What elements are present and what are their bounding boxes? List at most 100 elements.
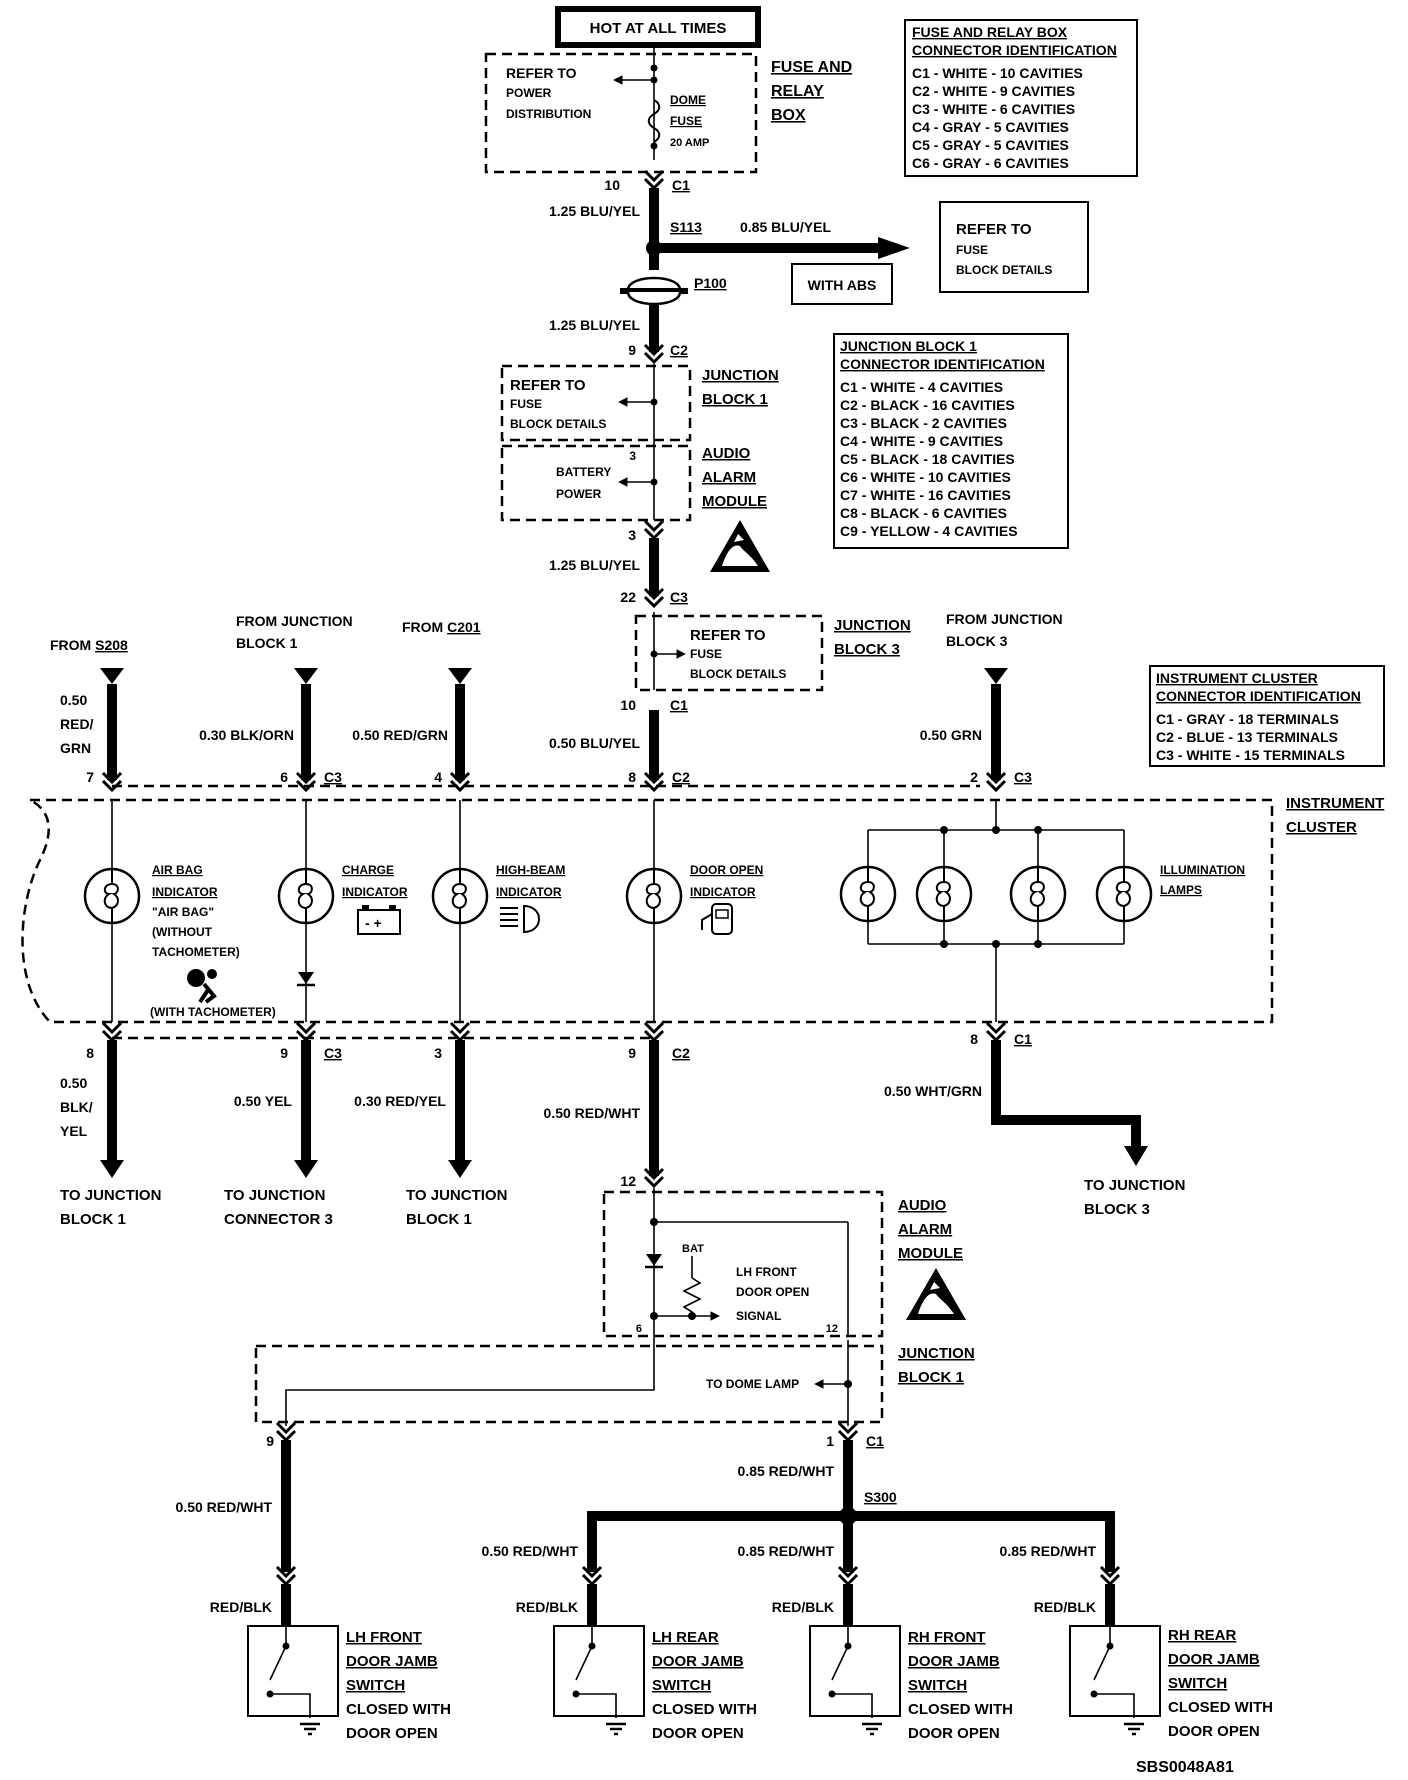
instrument-cluster: INSTRUMENT CLUSTER — [21, 795, 1384, 1024]
signal-label: DOOR OPEN — [736, 1285, 809, 1299]
pin-label: 2 — [970, 769, 978, 785]
cluster-table-row: C2 - BLUE - 13 TERMINALS — [1156, 729, 1338, 745]
wire-label: RED/BLK — [210, 1599, 272, 1615]
battery-power-label: POWER — [556, 487, 602, 501]
illumination-lamp-icon — [839, 865, 897, 923]
jb-table-row: C1 - WHITE - 4 CAVITIES — [840, 379, 1003, 395]
with-abs-note: WITH ABS — [791, 263, 893, 305]
highbeam-label: INDICATOR — [496, 885, 562, 899]
charge-indicator-bulb-icon — [277, 867, 335, 925]
charge-label: INDICATOR — [342, 885, 408, 899]
alarm-title: AUDIO — [702, 445, 751, 462]
connector-label: C1 — [1014, 1031, 1032, 1047]
battery-power-label: BATTERY — [556, 465, 611, 479]
door-jamb-switch-lh-front: LH FRONT DOOR JAMB SWITCH CLOSED WITH DO… — [247, 1625, 451, 1742]
fuse-table-title-1: FUSE AND RELAY BOX — [912, 24, 1068, 40]
pin-label: 9 — [266, 1433, 274, 1449]
airbag-person-icon — [187, 969, 217, 1004]
wire-label: 0.50 WHT/GRN — [884, 1083, 982, 1099]
jb-table-title: CONNECTOR IDENTIFICATION — [840, 356, 1045, 372]
switch-title: SWITCH — [346, 1677, 405, 1694]
connector-label: C3 — [324, 769, 342, 785]
airbag-note: TACHOMETER) — [152, 945, 240, 959]
wire-label: 0.50 RED/WHT — [544, 1105, 641, 1121]
wire-label: 1.25 BLU/YEL — [549, 317, 640, 333]
switch-note: CLOSED WITH — [346, 1701, 451, 1718]
jb1-title: BLOCK 1 — [702, 391, 768, 408]
refer-label: BLOCK DETAILS — [510, 417, 606, 431]
bat-label: BAT — [682, 1243, 704, 1255]
pin-label: 12 — [620, 1173, 636, 1189]
fuse-table-row: C4 - GRAY - 5 CAVITIES — [912, 119, 1069, 135]
connector-label: C2 — [672, 1045, 690, 1061]
fuse-connector-label: C1 — [672, 177, 690, 193]
pin-label: 9 — [280, 1045, 288, 1061]
diode-icon — [298, 972, 314, 984]
wire-label: 0.85 RED/WHT — [1000, 1543, 1097, 1559]
p100-label: P100 — [694, 275, 727, 291]
switch-title: LH FRONT — [346, 1629, 422, 1646]
switch-title: DOOR JAMB — [346, 1653, 438, 1670]
wire-label: 0.85 BLU/YEL — [740, 219, 831, 235]
jb-table-row: C5 - BLACK - 18 CAVITIES — [840, 451, 1015, 467]
diode-icon — [646, 1254, 662, 1266]
pin-label: 12 — [826, 1323, 838, 1335]
jb-table-row: C4 - WHITE - 9 CAVITIES — [840, 433, 1003, 449]
jb-table-title: JUNCTION BLOCK 1 — [840, 338, 977, 354]
door-switch-wiring: 0.50 RED/WHT 0.85 RED/WHT S300 0.50 RED/… — [176, 1440, 1121, 1628]
alarm-title: MODULE — [702, 493, 767, 510]
cluster-table-title: CONNECTOR IDENTIFICATION — [1156, 688, 1361, 704]
jb-table-row: C3 - BLACK - 2 CAVITIES — [840, 415, 1007, 431]
splice-s300-label: S300 — [864, 1489, 897, 1505]
pin-label: 8 — [628, 769, 636, 785]
airbag-note: (WITHOUT — [152, 925, 213, 939]
jb-table-row: C7 - WHITE - 16 CAVITIES — [840, 487, 1011, 503]
airbag-indicator-bulb-icon — [83, 867, 141, 925]
input-from-label: FROM JUNCTION — [236, 613, 353, 629]
wire-label: 0.30 BLK/ORN — [199, 727, 294, 743]
wire-label: 0.50 RED/WHT — [482, 1543, 579, 1559]
jb-table-row: C8 - BLACK - 6 CAVITIES — [840, 505, 1007, 521]
fuse-pin-label: 10 — [604, 177, 620, 193]
switch-title: DOOR JAMB — [1168, 1651, 1260, 1668]
refer-label: FUSE — [510, 397, 542, 411]
illumination-lamp-icon — [1095, 865, 1153, 923]
wire-label: RED/BLK — [1034, 1599, 1096, 1615]
door-jamb-switch-rh-front: RH FRONT DOOR JAMB SWITCH CLOSED WITH DO… — [809, 1625, 1013, 1742]
wire-label: 1.25 BLU/YEL — [549, 557, 640, 573]
figure-id: SBS0048A81 — [1136, 1759, 1234, 1776]
highbeam-label: HIGH-BEAM — [496, 863, 565, 877]
door-open-indicator-bulb-icon — [625, 867, 683, 925]
svg-text:- +: - + — [365, 915, 382, 931]
refer-fuse-block-top: REFER TO FUSE BLOCK DETAILS — [939, 201, 1089, 293]
fuse-table-row: C3 - WHITE - 6 CAVITIES — [912, 101, 1075, 117]
pin-label: 22 — [620, 589, 636, 605]
pin-label: 9 — [628, 342, 636, 358]
dome-fuse-rating: 20 AMP — [670, 137, 709, 149]
output-to-label: BLOCK 1 — [406, 1211, 472, 1228]
refer-label: FUSE — [690, 647, 722, 661]
alarm-title: AUDIO — [898, 1197, 947, 1214]
jb3-title: JUNCTION — [834, 617, 911, 634]
wire-label: RED/BLK — [516, 1599, 578, 1615]
pin-label: 9 — [628, 1045, 636, 1061]
refer-label: BLOCK DETAILS — [690, 667, 786, 681]
input-from-label: FROM S208 — [50, 637, 128, 653]
wire-label: 0.85 RED/WHT — [738, 1463, 835, 1479]
airbag-label: INDICATOR — [152, 885, 218, 899]
switch-title: RH FRONT — [908, 1629, 986, 1646]
airbag-label: AIR BAG — [152, 863, 203, 877]
jb1-title: BLOCK 1 — [898, 1369, 964, 1386]
wire-label: 0.50 GRN — [920, 727, 982, 743]
wire-label: GRN — [60, 740, 91, 756]
main-feed-wire: 10 C1 1.25 BLU/YEL S113 0.85 BLU/YEL — [549, 169, 910, 270]
fuse-box-refer-1: REFER TO — [506, 65, 577, 81]
splice-s113-label: S113 — [670, 219, 702, 235]
wire-label: RED/ — [60, 716, 94, 732]
audio-alarm-module-upper: 3 BATTERY POWER AUDIO ALARM MODULE — [500, 440, 770, 572]
wire-label: RED/BLK — [772, 1599, 834, 1615]
fuse-table-row: C1 - WHITE - 10 CAVITIES — [912, 65, 1083, 81]
pass-through-p100: P100 1.25 BLU/YEL 9 C2 — [549, 275, 727, 364]
